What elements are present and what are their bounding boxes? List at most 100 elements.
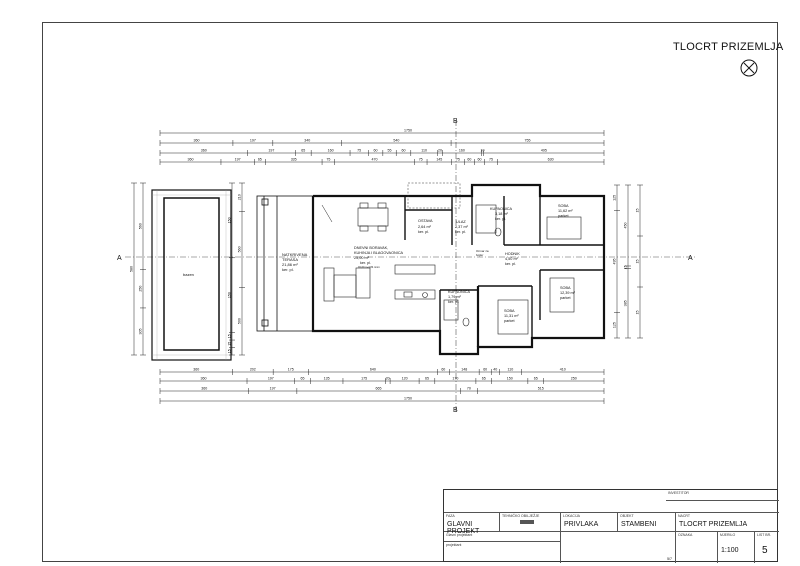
dim-left-d-0: 210 bbox=[238, 194, 242, 200]
dim-left-c-2: 15 bbox=[228, 334, 232, 338]
dim-bot-2-3: 135 bbox=[324, 377, 330, 381]
drawing-title: TLOCRT PRIZEMLJA bbox=[673, 41, 784, 53]
dim-right-a-1: 495 bbox=[613, 259, 617, 265]
dim-top-2-7: 60 bbox=[402, 149, 406, 153]
dim-top-1-1: 197 bbox=[250, 139, 256, 143]
dim-top-3-9: 60 bbox=[467, 158, 471, 162]
north-arrow-icon bbox=[740, 59, 758, 77]
kupaonica2-name: KUPAONICA bbox=[448, 290, 471, 294]
kupaonica1-area: 3,18 m² bbox=[495, 212, 509, 216]
dim-top-2-8: 110 bbox=[421, 149, 427, 153]
dim-left-d-2: 500 bbox=[238, 318, 242, 324]
tb-blank-row bbox=[444, 501, 779, 513]
dim-bot-1-3: 640 bbox=[370, 368, 376, 372]
kupaonica2-area: 1,79 m² bbox=[448, 295, 462, 299]
dim-top-2-1: 197 bbox=[268, 149, 274, 153]
hodnik-area: 4,50 m² bbox=[505, 257, 519, 261]
dim-top-3-3: 335 bbox=[291, 158, 297, 162]
dim-bot-2-1: 197 bbox=[268, 377, 274, 381]
dim-left-c-1: 150 bbox=[228, 292, 232, 298]
soba2-finish: parket bbox=[560, 296, 571, 300]
dim-top-3-5: 470 bbox=[372, 158, 378, 162]
dim-top-3-0: 360 bbox=[187, 158, 193, 162]
living-area: 25,00 m² bbox=[354, 256, 370, 260]
dim-bot-1-6: 60 bbox=[483, 368, 487, 372]
soba1-name: SOBA bbox=[558, 204, 569, 208]
hodnik-name: HODNIK bbox=[505, 252, 520, 256]
soba3-area: 11,31 m² bbox=[504, 314, 519, 318]
dim-top-1-3: 540 bbox=[393, 139, 399, 143]
kupaonica1-finish: ker. pl. bbox=[495, 217, 506, 221]
dim-top-3-4: 75 bbox=[326, 158, 330, 162]
dim-right-c-0: 15 bbox=[636, 209, 640, 213]
ulaz-name: ULAZ bbox=[456, 220, 466, 224]
section-mark-a-left: A bbox=[117, 255, 122, 262]
section-mark-a-right: A bbox=[688, 255, 693, 262]
dim-right-b-0: 450 bbox=[624, 223, 628, 229]
dim-top-2-4: 75 bbox=[357, 149, 361, 153]
dim-top-2-3: 160 bbox=[328, 149, 334, 153]
dim-left-b-1: 250 bbox=[139, 286, 143, 292]
dim-top-3-2: 65 bbox=[258, 158, 262, 162]
dim-top-3-1: 197 bbox=[235, 158, 241, 162]
dim-left-c-4: 15 bbox=[228, 349, 232, 353]
dim-top-2-9: 20 bbox=[438, 149, 442, 153]
kitchen-counter bbox=[394, 264, 436, 300]
door-swing bbox=[321, 204, 333, 223]
dim-left-d-1: 560 bbox=[238, 246, 242, 252]
tb-sadrzaj: Glavni projektant bbox=[444, 532, 561, 542]
kupaonica1-name: KUPAONICA bbox=[490, 207, 513, 211]
dim-left-c-3: 15 bbox=[228, 342, 232, 346]
dim-bot-1-8: 110 bbox=[508, 368, 514, 372]
ostava-name: OSTAVA bbox=[418, 219, 433, 223]
dim-top-3-12: 630 bbox=[548, 158, 554, 162]
shaft-note-2: bojler bbox=[476, 253, 483, 257]
tb-projektant: projektant bbox=[444, 542, 561, 563]
dim-top-total: 1750 bbox=[404, 129, 412, 133]
tb-oznaka: OZNAKA bbox=[676, 532, 718, 563]
dim-top-2-5: 60 bbox=[374, 149, 378, 153]
terrace-area: 21,86 m² bbox=[282, 262, 298, 267]
ulaz-area: 2,37 m² bbox=[455, 225, 469, 229]
tb-tehnicko: TEHNIČKO OBILJEŽJE bbox=[500, 513, 561, 532]
tb-blank: 5/7 bbox=[561, 532, 676, 563]
shaft-note: Ormar za bbox=[476, 249, 489, 253]
dim-bot-1-7: 40 bbox=[493, 368, 497, 372]
section-mark-b-top: B bbox=[453, 118, 458, 125]
hodnik-finish: ker. pl. bbox=[505, 262, 516, 266]
dim-bot-total: 1750 bbox=[404, 397, 412, 401]
title-block: INVESTITOR FAZA GLAVNI PROJEKT TEHNIČKO … bbox=[443, 489, 779, 563]
dim-top-2-2: 65 bbox=[301, 149, 305, 153]
svg-text:DNEVNI BORAVAK,: DNEVNI BORAVAK, bbox=[354, 246, 388, 250]
tb-color-marker bbox=[520, 520, 534, 524]
dim-top-3-11: 75 bbox=[489, 158, 493, 162]
dim-bot-3-3: 70 bbox=[467, 387, 471, 391]
dim-bot-3-1: 197 bbox=[270, 387, 276, 391]
bathroom-fixtures bbox=[443, 204, 502, 327]
terrace-name-2: TERASA bbox=[282, 257, 298, 262]
tb-faza: FAZA GLAVNI PROJEKT bbox=[444, 513, 500, 535]
dim-top-2-11: 10 bbox=[480, 149, 484, 153]
soba3-finish: parket bbox=[504, 319, 515, 323]
dim-bot-2-2: 65 bbox=[300, 377, 304, 381]
dim-bot-2-11: 65 bbox=[534, 377, 538, 381]
dim-left-b-2: 305 bbox=[139, 328, 143, 334]
beds bbox=[497, 216, 582, 335]
dim-bot-2-7: 65 bbox=[425, 377, 429, 381]
dim-right-a-0: 125 bbox=[613, 195, 617, 201]
dim-bot-1-9: 410 bbox=[560, 368, 566, 372]
dim-top-2-0: 360 bbox=[201, 149, 207, 153]
dim-left-c-0: 150 bbox=[228, 217, 232, 223]
pool-label: bazen bbox=[183, 272, 194, 277]
dim-bot-1-0: 360 bbox=[193, 368, 199, 372]
terrace-name: NATKRIVENA bbox=[282, 252, 308, 257]
pool: bazen bbox=[151, 189, 232, 361]
dim-bot-3-2: 665 bbox=[376, 387, 382, 391]
dim-bot-2-12: 250 bbox=[571, 377, 577, 381]
level-note: ±0,00 =+4,84 mnm bbox=[358, 265, 380, 269]
sofa bbox=[323, 267, 371, 302]
dim-top-3-6: 75 bbox=[419, 158, 423, 162]
